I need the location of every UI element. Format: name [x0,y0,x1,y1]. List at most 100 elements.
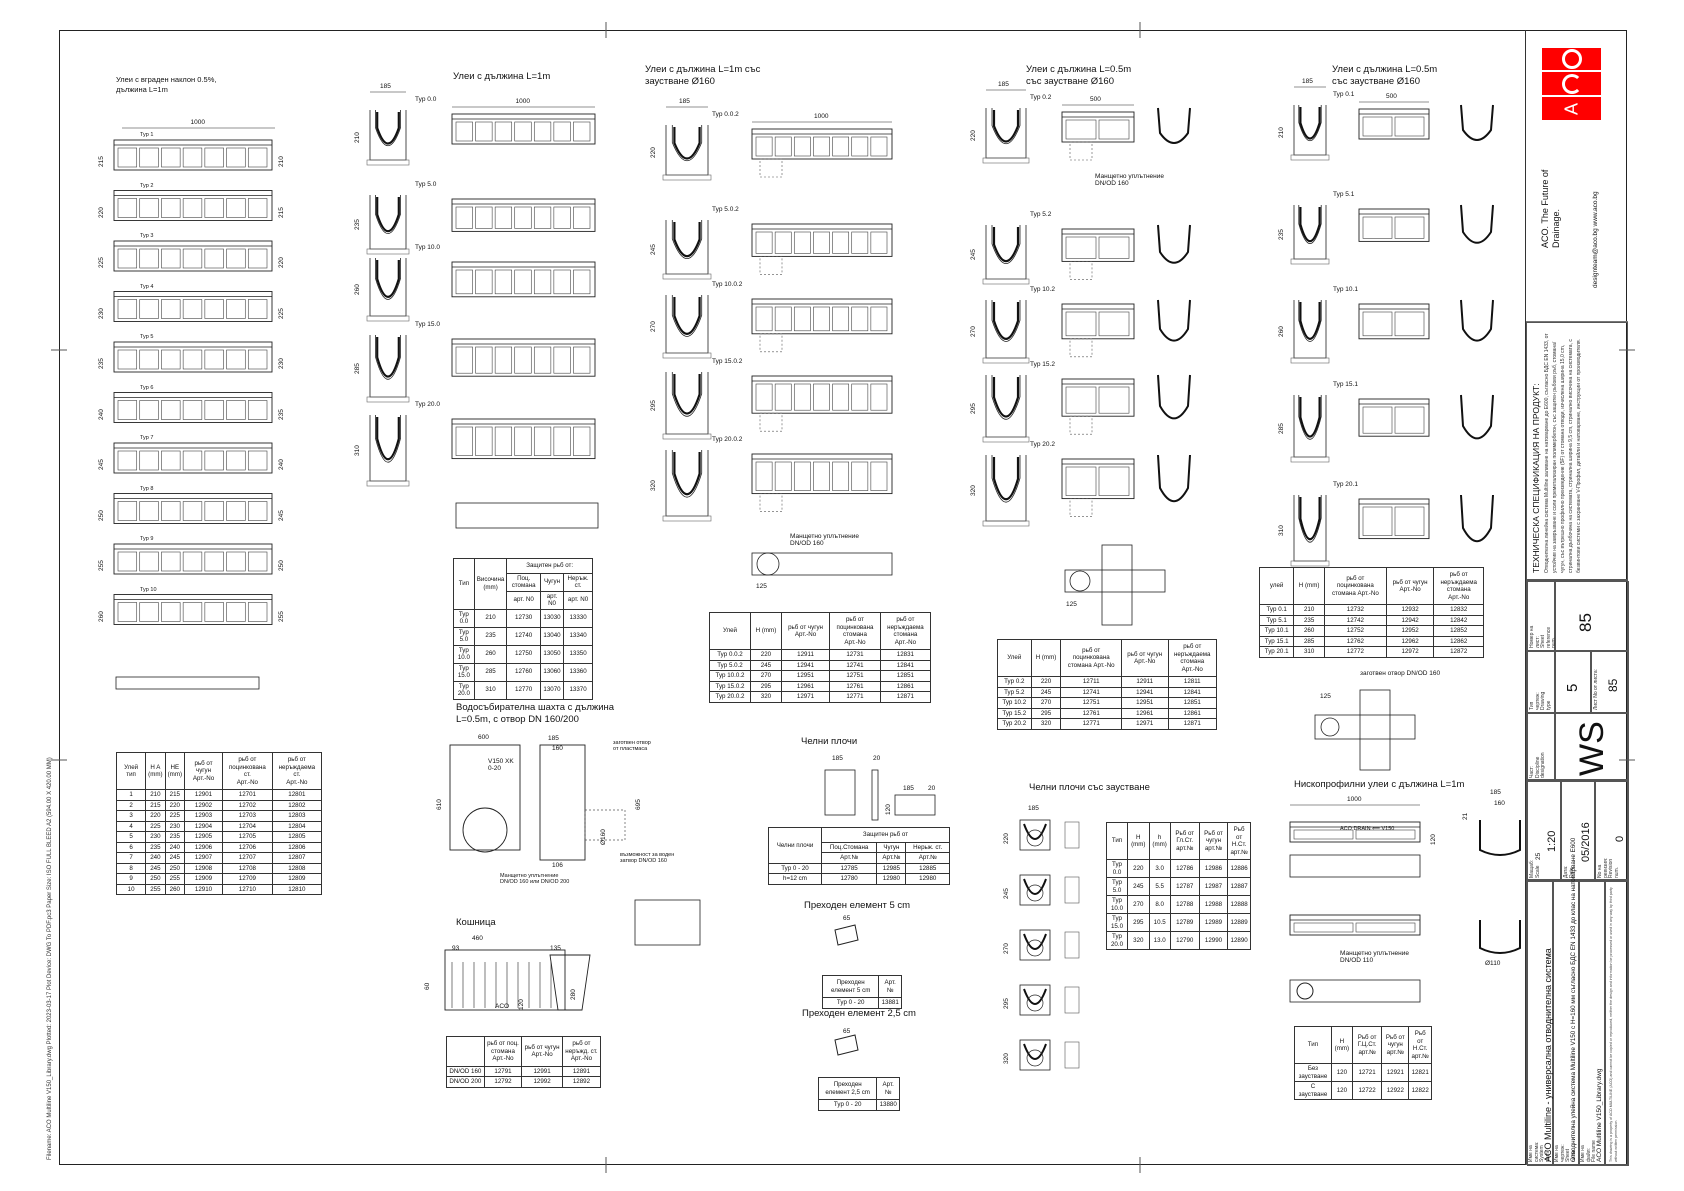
slope-channel-3-window [117,248,138,269]
subheader-cell: Чугун [539,572,565,592]
table-cell: 12761 [1060,707,1122,719]
l1m_outlet-side-view-window [793,136,811,157]
subheader-cell: Арт.№ [905,852,950,864]
l05m-cross-section-outline [1293,495,1327,562]
table-cell: 285 [1293,635,1325,647]
l1m-side-view-window [533,206,552,229]
l05m_outlet-cross-section-base [982,520,1030,527]
l05m-end-view [1460,104,1494,141]
l1m_outlet-height-dim: 220 [650,147,657,158]
table-cell: 13040 [539,626,565,646]
header-cell: рьб от неръждаема ст. Арт.-No [271,752,323,790]
l1m_outlet-cross-section-base [662,433,712,440]
slope-channel-6-window [139,400,159,420]
table-cell: 12989 [1198,913,1229,932]
table-cell: 12951 [780,670,831,682]
table-cell: Typ 5.2 [997,686,1032,698]
slope-channel-5-window [161,349,181,370]
header-cell: Арт.№ [876,1077,900,1100]
table-cell: Typ 20.0 [453,680,475,700]
table-cell: 12791 [483,1065,523,1077]
l05m_outlet-cross-section-base [982,278,1030,285]
l1m_outlet-side-view-window [793,383,811,411]
header-cell: рьб от чугун Арт.-No [780,612,831,650]
table-cell: 235 [145,841,166,853]
basket-dim: 135 [550,945,561,952]
l05m_outlet-cross-section-profile [992,377,1020,418]
table-cell: 10 [115,883,147,895]
logo-cell: A ACO. The Future of Drainage. designtea… [1526,30,1628,322]
table-cell: 13881 [878,997,902,1009]
slope-channel-7-window [247,450,268,471]
subheader-cell: Поц.Стомана [820,841,878,853]
scale: 1:20 [1546,830,1558,852]
slope-channel-5-window [226,349,246,370]
l1m-side-view-window [514,346,532,374]
l05m_outlet-cross-section-base [982,357,1030,364]
table-cell: 12841 [1167,686,1218,698]
l1m_outlet-cross-section-base [662,352,712,359]
slope-channel-2-window [182,198,203,218]
table-cell: 12801 [271,789,323,801]
l1m-side-view-window [514,269,532,295]
slope-channel-8-window [182,501,203,521]
table-cell: 12851 [1167,697,1218,709]
lowprofile-outlet-side-window [1355,922,1416,933]
lowprofile-dim: 120 [1430,834,1437,845]
slope-channel-9-window [139,551,159,572]
endplate-outlet-profile [1023,933,1047,950]
table-cell: Typ 5.0 [453,626,475,646]
subheader-cell: Поц. стомана [506,572,541,592]
lowprofile-dim: 185 [1490,789,1501,796]
lowprofile-seal-note: Манщетно уплътнение DN/OD 110 [1340,950,1409,964]
table-cell: Typ 10.0.2 [709,670,751,682]
outlet-circle [756,552,780,576]
l05m_outlet-type-label: Typ 10.2 [1030,286,1055,293]
l1m-type-label: Typ 20.0 [415,401,440,408]
table-cell: 12792 [483,1076,523,1088]
table-cell: 12811 [1167,676,1218,688]
l1m-side-view-window [573,426,591,456]
l1m_outlet-side-view-window [813,136,830,157]
slope-channel-9-outline [113,543,273,575]
l05m-side-view-window [1362,116,1393,137]
l1m-cross-section-outline [369,335,407,398]
l1m-side-view-window [533,426,552,456]
l05m-side-view-outline [1358,208,1430,242]
table-cell: 12770 [506,680,541,700]
table-cell: 12707 [222,852,273,864]
l1m-cross-section-outline [369,195,407,250]
spec-cell: ТЕХНИЧЕСКА СПЕЦИФИКАЦИЯ НА ПРОДУКТ: Отво… [1526,322,1628,580]
l1m-side-view-window [553,206,571,229]
l05m-type-label: Typ 0.1 [1333,91,1355,98]
table-cell: 320 [1127,931,1150,950]
l1m-height-dim: 310 [354,445,361,456]
l1m_outlet-width-dim: 185 [679,98,690,105]
table-cell: 12892 [561,1076,602,1088]
table-cell: 12888 [1227,895,1251,914]
l05m-side-view-outline [1358,498,1430,540]
table-cell: 12704 [222,820,273,832]
l1m_outlet-side-view-window [870,306,888,332]
l1m-side-view-window [514,426,532,456]
l1m_outlet-cross-section-base [662,273,712,280]
header-cell: H (mm) [1293,567,1325,605]
table-cell: 13050 [539,644,565,664]
slope-type-label: Typ 4 [140,283,154,290]
l1m_outlet-cross-section-profile [673,452,701,496]
l05m_outlet-side-view-outline [1061,228,1135,262]
table-cell: 12901 [184,789,224,801]
l05m_outlet-height-dim: 270 [970,326,977,337]
header-cell: Улей [709,612,751,650]
slope-channel-1-window [226,147,246,168]
